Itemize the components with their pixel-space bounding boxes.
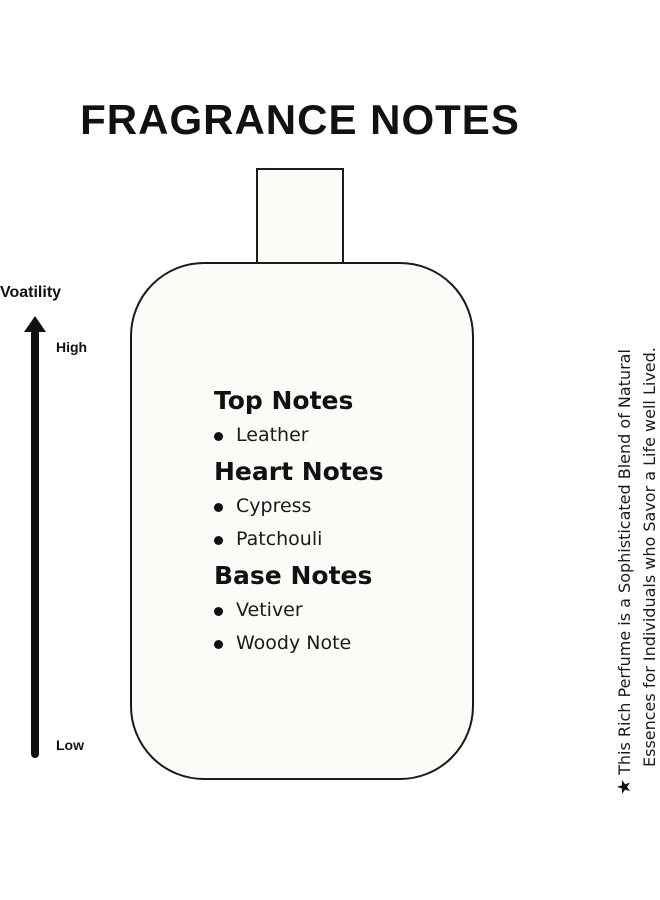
list-item: Patchouli — [214, 523, 464, 556]
section-title: Top Notes — [214, 386, 354, 415]
list-item: Cypress — [214, 490, 464, 523]
bottle-body — [130, 262, 474, 780]
list-item: Vetiver — [214, 594, 464, 627]
bottle-neck — [256, 168, 344, 268]
list-item: Woody Note — [214, 627, 464, 660]
star-icon: ★ — [614, 778, 635, 795]
notes-list: Top Notes Leather Heart Notes Cypress Pa… — [214, 383, 464, 662]
side-note: ★This Rich Perfume is a Sophisticated Bl… — [612, 275, 660, 795]
section-title: Heart Notes — [214, 457, 384, 486]
note-section-base: Base Notes Vetiver Woody Note — [214, 558, 464, 660]
list-item: Leather — [214, 419, 464, 452]
high-label: High — [56, 339, 88, 355]
low-label: Low — [56, 737, 84, 753]
side-note-line2: Essences for Individuals who Savor a Lif… — [640, 347, 659, 767]
side-note-line1: ★This Rich Perfume is a Sophisticated Bl… — [614, 349, 635, 795]
volatility-label: Voatility — [0, 284, 62, 301]
page-title: FRAGRANCE NOTES — [80, 96, 520, 143]
volatility-arrow-icon — [24, 316, 46, 758]
note-section-heart: Heart Notes Cypress Patchouli — [214, 454, 464, 556]
section-title: Base Notes — [214, 561, 373, 590]
note-section-top: Top Notes Leather — [214, 383, 464, 452]
